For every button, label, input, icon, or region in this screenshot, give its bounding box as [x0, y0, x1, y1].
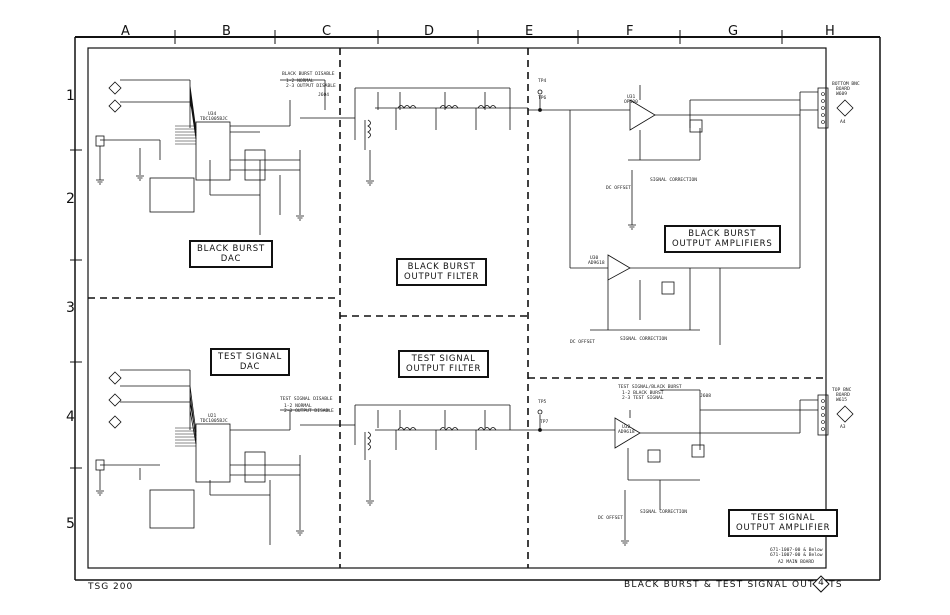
u30-label: U30 — [590, 256, 599, 261]
bb-amps-title-line2: OUTPUT AMPLIFIERS — [672, 239, 773, 249]
ts-filter-title-line1: TEST SIGNAL — [411, 354, 476, 364]
grid-row-4: 4 — [66, 409, 75, 425]
page-number-badge: 4 — [812, 575, 830, 593]
off-page-connectors — [108, 81, 854, 429]
bb-dac-title-line2: DAC — [220, 254, 242, 264]
model-label: TSG 200 — [88, 582, 134, 592]
ts-filter-title: TEST SIGNAL OUTPUT FILTER — [398, 350, 490, 378]
test-point-tp6: TP6 — [538, 96, 547, 101]
ground-symbols — [96, 175, 636, 546]
ts-output-disable-label: 2-3 OUTPUT DISABLE — [284, 409, 334, 414]
page-number: 4 — [818, 578, 824, 588]
dc-offset-label-1: DC OFFSET — [606, 186, 631, 191]
sheet-border — [70, 30, 881, 581]
ts-dac-title-line2: DAC — [239, 362, 261, 372]
grid-row-5: 5 — [66, 516, 75, 532]
board-label: A2 MAIN BOARD — [778, 560, 814, 565]
bottom-bnc-line2: BOARD — [836, 87, 850, 92]
bottom-bnc-pin: A4 — [840, 120, 846, 125]
ts-dac-title-line1: TEST SIGNAL — [218, 352, 283, 362]
bb-filter-title-line2: OUTPUT FILTER — [404, 272, 480, 282]
grid-col-c: C — [322, 24, 332, 39]
grid-col-d: D — [424, 24, 435, 39]
page-diamond-icon — [812, 575, 830, 593]
bb-disable-label: BLACK BURST DISABLE — [282, 72, 335, 77]
u34-part: TDC1005BJC — [200, 117, 228, 122]
ts-amp-title: TEST SIGNAL OUTPUT AMPLIFIER — [728, 509, 839, 537]
ts-dac-wiring — [95, 369, 340, 545]
ts-normal-label: 1-2 NORMAL — [284, 404, 312, 409]
ts-amp-title-line2: OUTPUT AMPLIFIER — [736, 523, 831, 533]
top-bnc-pin: A3 — [840, 425, 846, 430]
test-point-tp7: TP7 — [540, 420, 549, 425]
ts-disable-label: TEST SIGNAL DISABLE — [280, 397, 333, 402]
revision-note-1: 671-1007-00 & Below — [770, 548, 823, 553]
bb-dac-title-line1: BLACK BURST — [197, 244, 265, 254]
jumper-j608: J608 — [700, 394, 712, 399]
top-bnc-line2: BOARD — [836, 393, 850, 398]
bb-filter-title: BLACK BURST OUTPUT FILTER — [396, 258, 488, 286]
bb-dac-title: BLACK BURST DAC — [189, 240, 273, 268]
bb-normal-label: 1-2 NORMAL — [286, 79, 314, 84]
grid-col-b: B — [222, 24, 231, 39]
bottom-bnc-line1: BOTTOM BNC — [832, 82, 860, 87]
dc-offset-label-3: DC OFFSET — [598, 516, 623, 521]
signal-correction-label-1: SIGNAL CORRECTION — [650, 178, 698, 183]
bb-filter-wiring — [340, 87, 528, 180]
dc-offset-label-2: DC OFFSET — [570, 340, 595, 345]
u32-part: AD9618 — [618, 430, 635, 435]
ts-bb-opt2: 2-3 TEST SIGNAL — [622, 396, 664, 401]
ts-amp-wiring — [528, 389, 829, 540]
u30-part: AD9618 — [588, 261, 605, 266]
ts-bb-opt1: 1-2 BLACK BURST — [622, 391, 664, 396]
ts-bb-jumper-label: TEST SIGNAL/BLACK BURST — [618, 385, 682, 390]
grid-col-g: G — [728, 24, 739, 39]
grid-col-a: A — [121, 24, 130, 39]
grid-row-1: 1 — [66, 88, 75, 104]
u31-label: U31 — [627, 95, 636, 100]
u34-label: U34 — [208, 112, 217, 117]
grid-col-e: E — [525, 24, 534, 39]
bb-amp-wiring — [528, 85, 829, 345]
ts-filter-wiring — [340, 404, 528, 500]
signal-correction-label-2: SIGNAL CORRECTION — [620, 337, 668, 342]
u31-part: OP400 — [624, 100, 638, 105]
bb-amps-title-line1: BLACK BURST — [688, 229, 757, 239]
page-title: BLACK BURST & TEST SIGNAL OUTPUTS — [624, 580, 843, 590]
bb-output-disable-label: 2-3 OUTPUT DISABLE — [286, 84, 336, 89]
u21-part: TDC1005BJC — [200, 419, 228, 424]
grid-col-f: F — [626, 24, 634, 39]
test-point-tp5: TP5 — [538, 400, 547, 405]
revision-note-2: 671-1007-00 & Below — [770, 553, 823, 558]
jumper-j604: J604 — [318, 93, 330, 98]
top-bnc-line1: TOP BNC — [832, 388, 852, 393]
section-dividers — [88, 48, 826, 568]
ts-dac-title: TEST SIGNAL DAC — [210, 348, 291, 376]
ts-amp-title-line1: TEST SIGNAL — [751, 513, 816, 523]
u21-label: U21 — [208, 414, 217, 419]
ts-filter-title-line2: OUTPUT FILTER — [406, 364, 482, 374]
bb-amps-title: BLACK BURST OUTPUT AMPLIFIERS — [664, 225, 781, 253]
grid-row-3: 3 — [66, 300, 75, 316]
bottom-bnc-line3: W609 — [836, 92, 848, 97]
grid-col-h: H — [825, 24, 835, 39]
bb-filter-title-line1: BLACK BURST — [407, 262, 476, 272]
bb-dac-wiring — [95, 79, 340, 235]
top-bnc-line3: W615 — [836, 398, 848, 403]
u32-label: U32 — [622, 425, 631, 430]
test-point-tp4: TP4 — [538, 79, 547, 84]
signal-correction-label-3: SIGNAL CORRECTION — [640, 510, 688, 515]
grid-row-2: 2 — [66, 191, 75, 207]
